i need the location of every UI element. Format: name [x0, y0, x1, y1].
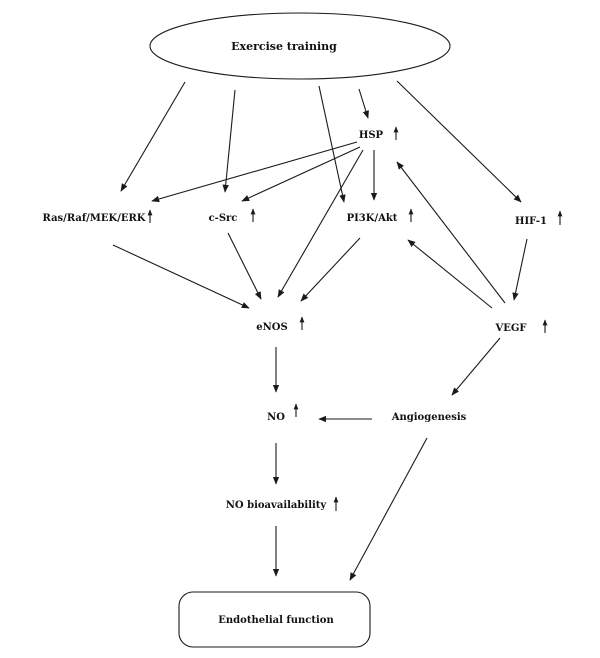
edge-exercise-to-hif [396, 80, 522, 203]
edge-hsp-to-ras [151, 141, 358, 203]
edge-ras-to-enos [112, 244, 250, 309]
node-hsp: HSP [359, 130, 384, 141]
exercise-training-ellipse [149, 12, 451, 80]
node-hif-1: HIF-1 [515, 216, 547, 227]
node-pi3k-akt: PI3K/Akt [347, 213, 398, 224]
node-ras-raf-mek-erk: Ras/Raf/MEK/ERK [43, 213, 146, 224]
edge-exercise-to-ras [120, 81, 186, 192]
node-no: NO [267, 412, 285, 423]
edge-hif-to-vegf [512, 238, 528, 301]
edge-exercise-to-csrc [222, 89, 236, 193]
edges [112, 80, 528, 581]
node-vegf: VEGF [494, 323, 526, 334]
edge-csrc-to-enos [227, 232, 262, 300]
edge-pi3k-to-enos [300, 237, 361, 302]
edge-exercise-to-hsp [358, 88, 369, 119]
edge-hsp-to-csrc [241, 146, 361, 202]
edge-vegf-to-hsp [396, 161, 506, 304]
node-enos: eNOS [256, 322, 287, 333]
edge-hsp-to-enos [277, 149, 364, 298]
node-angiogenesis: Angiogenesis [391, 412, 467, 423]
edge-vegf-to-angiogenesis [451, 337, 501, 396]
node-c-src: c-Src [209, 213, 238, 224]
node-labels: Exercise training HSP Ras/Raf/MEK/ERK c-… [43, 40, 547, 626]
node-endothelial-function: Endothelial function [218, 615, 334, 626]
edge-vegf-to-pi3k [407, 239, 493, 309]
edge-exercise-to-pi3k [318, 85, 346, 203]
edge-angiogenesis-to-endothelial [349, 437, 428, 581]
endothelial-function-box [178, 591, 371, 648]
upregulation-arrows [147, 126, 563, 511]
node-no-bioavailability: NO bioavailability [226, 500, 328, 511]
node-exercise-training: Exercise training [231, 40, 337, 53]
